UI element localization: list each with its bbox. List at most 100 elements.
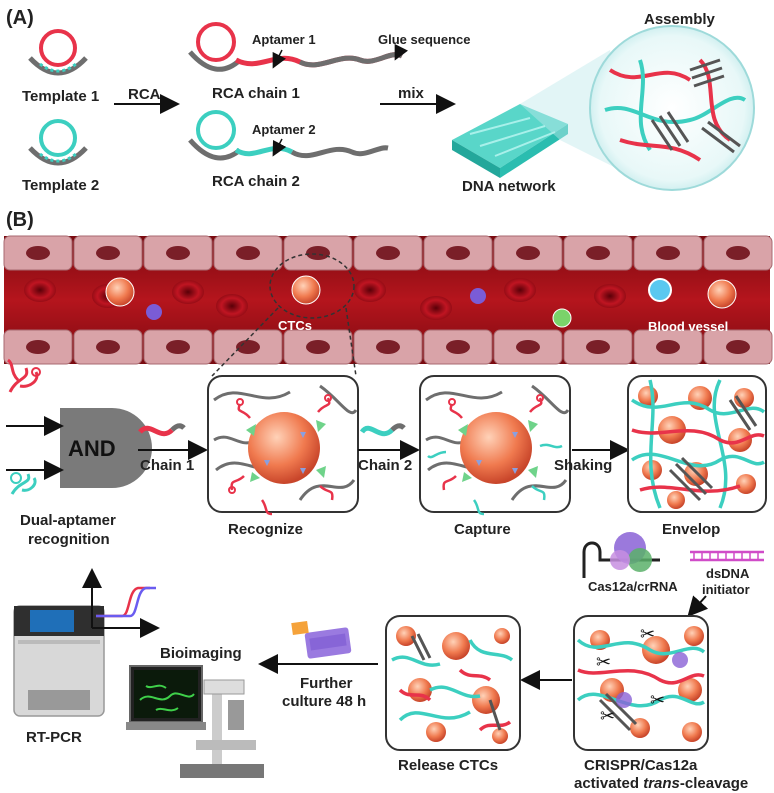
envelop-ctc: [667, 491, 685, 509]
aptamer-red-icon: [7, 358, 41, 393]
and-gate: [6, 408, 152, 488]
endothelial-nucleus-top: [446, 246, 470, 260]
released-ctc: [426, 722, 446, 742]
capture-label: Capture: [454, 521, 511, 538]
template-2-icon: [28, 119, 88, 166]
red-blood-cell: [172, 280, 204, 304]
platelet-cell: [146, 304, 162, 320]
crispr-ctc: [642, 636, 670, 664]
aptamer-1-label: Aptamer 1: [252, 32, 316, 47]
endothelial-nucleus-bottom: [26, 340, 50, 354]
cas12a-crrna-icon: [582, 532, 660, 578]
bioimaging-label: Bioimaging: [160, 645, 242, 662]
chain-1-strand-icon: [138, 425, 174, 437]
blood-vessel: [3, 235, 773, 377]
zoom-circle: [269, 253, 355, 319]
ctcs-label: CTCs: [278, 318, 312, 333]
white-blood-cell: [648, 278, 672, 302]
platelet-cell: [470, 288, 486, 304]
envelop-ctc: [638, 386, 658, 406]
red-blood-cell: [354, 278, 386, 302]
to-crispr-arrow: [687, 595, 709, 617]
released-ctc: [396, 626, 416, 646]
chain-1-strand-tail: [170, 423, 186, 432]
dual-aptamer-line2: recognition: [28, 531, 110, 548]
crispr-label-line1: CRISPR/Cas12a: [584, 757, 698, 774]
panel-a-label: (A): [6, 7, 34, 29]
glue-sequence-label: Glue sequence: [378, 32, 470, 47]
endothelial-nucleus-top: [656, 246, 680, 260]
endothelial-nucleus-bottom: [446, 340, 470, 354]
released-ctc: [472, 686, 500, 714]
endothelial-nucleus-bottom: [586, 340, 610, 354]
lymphocyte-cell: [552, 308, 572, 328]
envelop-ctc: [736, 474, 756, 494]
release-box: [385, 615, 521, 751]
zoom-line-left: [211, 307, 279, 377]
dna-network-icon: [452, 104, 568, 178]
dsdna-label-line1: dsDNA: [706, 566, 750, 581]
released-ctc: [442, 632, 470, 660]
endothelial-nucleus-bottom: [516, 340, 540, 354]
rca-chain-1-label: RCA chain 1: [212, 85, 300, 102]
rca-chain-2-icon: [188, 110, 389, 161]
panel-b-label: (B): [6, 209, 34, 231]
microscope-icon: [126, 665, 264, 778]
endothelial-nucleus-top: [306, 246, 330, 260]
template-1-label: Template 1: [22, 88, 99, 105]
assembly-bubble: [589, 25, 755, 191]
ctc-cell: [707, 279, 737, 309]
dna-network-label: DNA network: [462, 178, 556, 195]
chain-2-strand-tail: [390, 423, 406, 432]
rt-pcr-label: RT-PCR: [26, 729, 82, 746]
rt-pcr-machine-icon: [13, 605, 105, 717]
scissors-icon-1: ✂: [640, 624, 655, 644]
endothelial-nucleus-top: [26, 246, 50, 260]
ctc-cell: [105, 277, 135, 307]
zoom-line-right: [345, 307, 357, 377]
crispr-ctc: [682, 722, 702, 742]
further-culture-line2: culture 48 h: [282, 693, 366, 710]
endothelial-nucleus-top: [96, 246, 120, 260]
template-2-label: Template 2: [22, 177, 99, 194]
crispr-box: ✂ ✂ ✂ ✂: [573, 615, 709, 751]
chain-1-label: Chain 1: [140, 457, 194, 474]
endothelial-nucleus-top: [726, 246, 750, 260]
endothelial-nucleus-top: [516, 246, 540, 260]
crispr-label-line2: activated trans-cleavage: [574, 775, 748, 792]
aptamer-2-pointer: [272, 138, 287, 157]
endothelial-nucleus-bottom: [726, 340, 750, 354]
red-blood-cell: [594, 284, 626, 308]
endothelial-nucleus-bottom: [376, 340, 400, 354]
rca-chain-1-icon: [188, 22, 404, 72]
dual-aptamer-line1: Dual-aptamer: [20, 512, 116, 529]
red-blood-cell: [24, 278, 56, 302]
cas12a-label: Cas12a/crRNA: [588, 579, 678, 594]
endothelial-nucleus-bottom: [96, 340, 120, 354]
endothelial-nucleus-top: [586, 246, 610, 260]
crispr-ctc: [684, 626, 704, 646]
crispr-ctc: [678, 678, 702, 702]
release-label: Release CTCs: [398, 757, 498, 774]
dsdna-label-line2: initiator: [702, 582, 750, 597]
recognize-box: [207, 375, 359, 516]
envelop-box: [627, 375, 767, 513]
red-blood-cell: [216, 294, 248, 318]
culture-flask-icon: [291, 620, 352, 659]
endothelial-nucleus-top: [166, 246, 190, 260]
released-ctc: [494, 628, 510, 644]
scissors-icon-3: ✂: [650, 690, 665, 710]
endothelial-nucleus-top: [236, 246, 260, 260]
endothelial-nucleus-bottom: [656, 340, 680, 354]
red-blood-cell: [420, 296, 452, 320]
rca-chain-2-label: RCA chain 2: [212, 173, 300, 190]
ctc-cell: [291, 275, 321, 305]
endothelial-nucleus-bottom: [166, 340, 190, 354]
shaking-label: Shaking: [554, 457, 612, 474]
scissors-icon-2: ✂: [596, 652, 611, 672]
red-blood-cell: [504, 278, 536, 302]
envelop-label: Envelop: [662, 521, 720, 538]
endothelial-nucleus-bottom: [306, 340, 330, 354]
